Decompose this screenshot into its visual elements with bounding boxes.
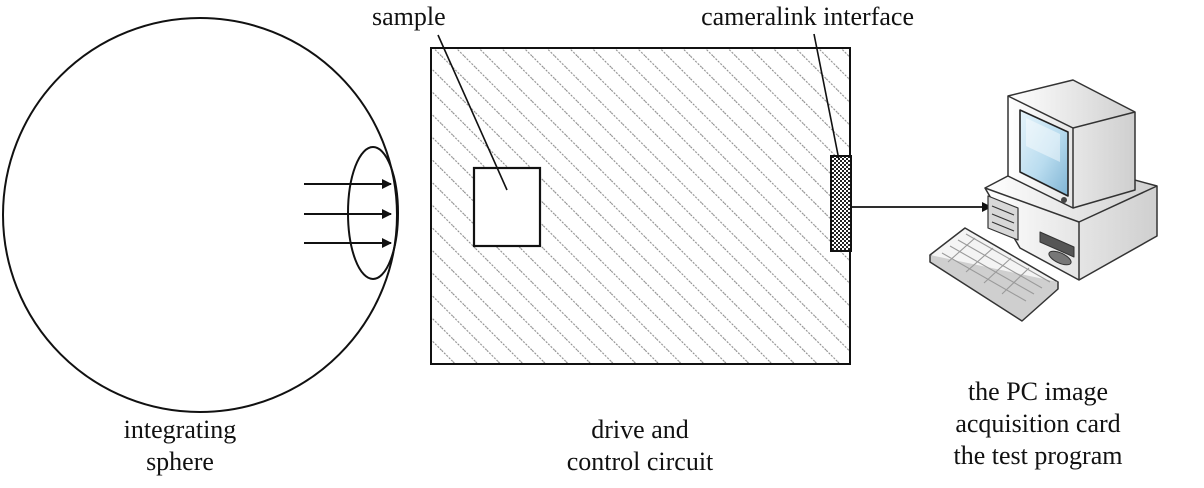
integrating-sphere-icon bbox=[2, 17, 399, 413]
circuit-board-icon bbox=[430, 34, 851, 365]
integrating-sphere-label: integrating sphere bbox=[80, 414, 280, 478]
drive-control-circuit-label: drive and control circuit bbox=[540, 414, 740, 478]
cameralink-connector-icon bbox=[813, 33, 992, 252]
sample-leader-line bbox=[437, 34, 508, 191]
sample-label-text: sample bbox=[372, 2, 446, 31]
interface-leader-line bbox=[813, 33, 840, 161]
pc-label-line-1: the PC image bbox=[967, 377, 1109, 406]
integrating-sphere-label-line-1: integrating bbox=[123, 415, 237, 444]
sample-chip bbox=[472, 166, 542, 248]
drive-control-circuit-label-line-2: control circuit bbox=[566, 447, 714, 476]
cameralink-interface-label: cameralink interface bbox=[644, 1, 914, 33]
sample-label: sample bbox=[372, 1, 446, 33]
cameralink-interface-label-text: cameralink interface bbox=[701, 2, 914, 31]
pc-label-line-3: the test program bbox=[953, 441, 1123, 470]
drive-control-circuit-label-line-1: drive and bbox=[591, 415, 689, 444]
pc-label-line-2: acquisition card bbox=[955, 409, 1121, 438]
desktop-computer-icon bbox=[929, 79, 1158, 322]
integrating-sphere-label-line-2: sphere bbox=[146, 447, 214, 476]
pc-label: the PC image acquisition card the test p… bbox=[936, 376, 1140, 472]
